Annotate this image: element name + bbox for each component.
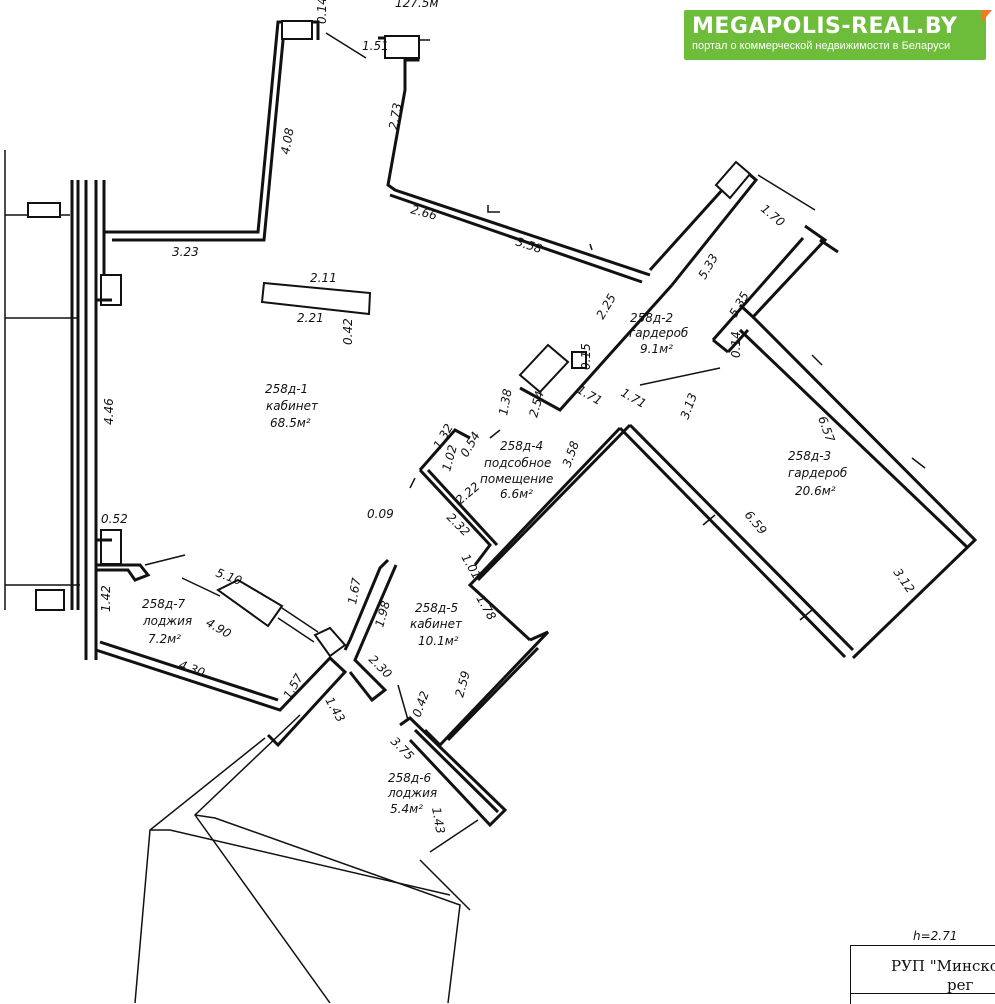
room-label-258d-5: 258д-5 кабинет 10.1м²: [410, 601, 463, 648]
svg-text:6.6м²: 6.6м²: [500, 487, 533, 501]
svg-text:20.6м²: 20.6м²: [795, 484, 836, 498]
svg-text:258д-2: 258д-2: [630, 311, 673, 325]
room-label-258d-3: 258д-3 гардероб 20.6м²: [788, 449, 848, 498]
dim: 3.12: [891, 566, 918, 596]
svg-text:258д-7: 258д-7: [142, 597, 186, 611]
svg-text:гардероб: гардероб: [788, 466, 848, 480]
logo-corner-mark: [982, 10, 992, 22]
dim: 1.38: [496, 387, 514, 416]
dim: 0.42: [410, 689, 432, 719]
svg-text:7.2м²: 7.2м²: [148, 632, 181, 646]
dim: 4.90: [204, 615, 234, 641]
dimension-labels: 127.5м 0.14 1.51 4.08 2.73 2.66 3.58 3.2…: [99, 0, 917, 835]
dim: 0.14: [729, 331, 743, 358]
dim: 2.21: [297, 311, 324, 325]
dim: 3.75: [388, 734, 417, 763]
dim: 3.58: [560, 439, 582, 469]
svg-text:258д-1: 258д-1: [265, 382, 308, 396]
svg-text:258д-4: 258д-4: [500, 439, 543, 453]
dim: 2.22: [453, 479, 482, 507]
stamp-line-1: РУП "Минско: [891, 957, 995, 975]
dim: 0.15: [579, 343, 593, 370]
dim: 2.59: [452, 669, 472, 698]
room-258d-4-5-walls: [343, 428, 550, 748]
svg-text:258д-5: 258д-5: [415, 601, 458, 615]
room-label-258d-6: 258д-6 лоджия 5.4м²: [387, 771, 437, 816]
svg-text:кабинет: кабинет: [266, 399, 319, 413]
room-258d-1-walls: [96, 20, 651, 542]
dim: 0.42: [341, 318, 355, 345]
dim: 1.98: [372, 599, 393, 629]
dim: 2.73: [386, 102, 404, 131]
svg-text:гардероб: гардероб: [629, 326, 689, 340]
room-label-258d-2: 258д-2 гардероб 9.1м²: [629, 311, 689, 356]
dim: 1.78: [473, 593, 499, 623]
dim: 2.54: [526, 389, 546, 418]
dim: 0.09: [367, 507, 394, 521]
svg-text:258д-3: 258д-3: [788, 449, 831, 463]
dim: 0.52: [101, 512, 128, 526]
svg-text:подсобное: подсобное: [484, 456, 551, 470]
dim: 1.71: [575, 382, 605, 407]
room-label-258d-7: 258д-7 лоджия 7.2м²: [142, 597, 192, 646]
loggia-walls: [95, 554, 508, 1003]
dim: 3.23: [172, 245, 199, 259]
svg-text:258д-6: 258д-6: [388, 771, 432, 785]
ceiling-height-label: h=2.71: [913, 929, 958, 943]
svg-text:68.5м²: 68.5м²: [270, 416, 311, 430]
svg-text:лоджия: лоджия: [387, 786, 437, 800]
site-logo[interactable]: MEGAPOLIS-REAL.BY портал о коммерческой …: [684, 10, 992, 60]
dim: 4.46: [102, 398, 116, 425]
dim: 5.35: [726, 289, 751, 319]
dim: 3.13: [678, 391, 700, 421]
dim: 2.25: [593, 291, 618, 321]
dim: 1.43: [322, 695, 347, 725]
dim: 1.70: [758, 202, 788, 230]
title-stamp: РУП "Минско рег: [850, 945, 995, 1004]
svg-text:10.1м²: 10.1м²: [418, 634, 459, 648]
logo-subtitle: портал о коммерческой недвижимости в Бел…: [692, 40, 951, 52]
left-facade: [4, 150, 122, 660]
dim: 6.59: [742, 508, 770, 537]
dim: 1.02: [439, 443, 459, 472]
svg-text:9.1м²: 9.1м²: [640, 342, 673, 356]
svg-text:кабинет: кабинет: [410, 617, 463, 631]
room-label-258d-4: 258д-4 подсобное помещение 6.6м²: [480, 439, 553, 501]
room-258d-2-3-walls: [467, 160, 978, 660]
stamp-divider: [851, 993, 995, 994]
logo-title: MEGAPOLIS-REAL.BY: [692, 14, 958, 39]
dim: 1.42: [99, 585, 113, 612]
svg-text:лоджия: лоджия: [142, 614, 192, 628]
stamp-line-2: рег: [947, 976, 974, 994]
svg-text:помещение: помещение: [480, 472, 553, 486]
dim: 5.33: [695, 251, 720, 281]
dim: 1.71: [619, 385, 649, 410]
dim: 2.11: [310, 271, 337, 285]
dim: 1.43: [429, 806, 447, 835]
dim: 0.14: [315, 0, 329, 24]
room-label-258d-1: 258д-1 кабинет 68.5м²: [265, 382, 319, 430]
dim: 1.51: [362, 39, 389, 53]
svg-text:5.4м²: 5.4м²: [390, 802, 423, 816]
dim: 2.66: [409, 202, 439, 223]
dim: 4.08: [278, 126, 296, 155]
dim: 1.67: [345, 576, 363, 605]
dim-top-cut: 127.5м: [395, 0, 438, 10]
